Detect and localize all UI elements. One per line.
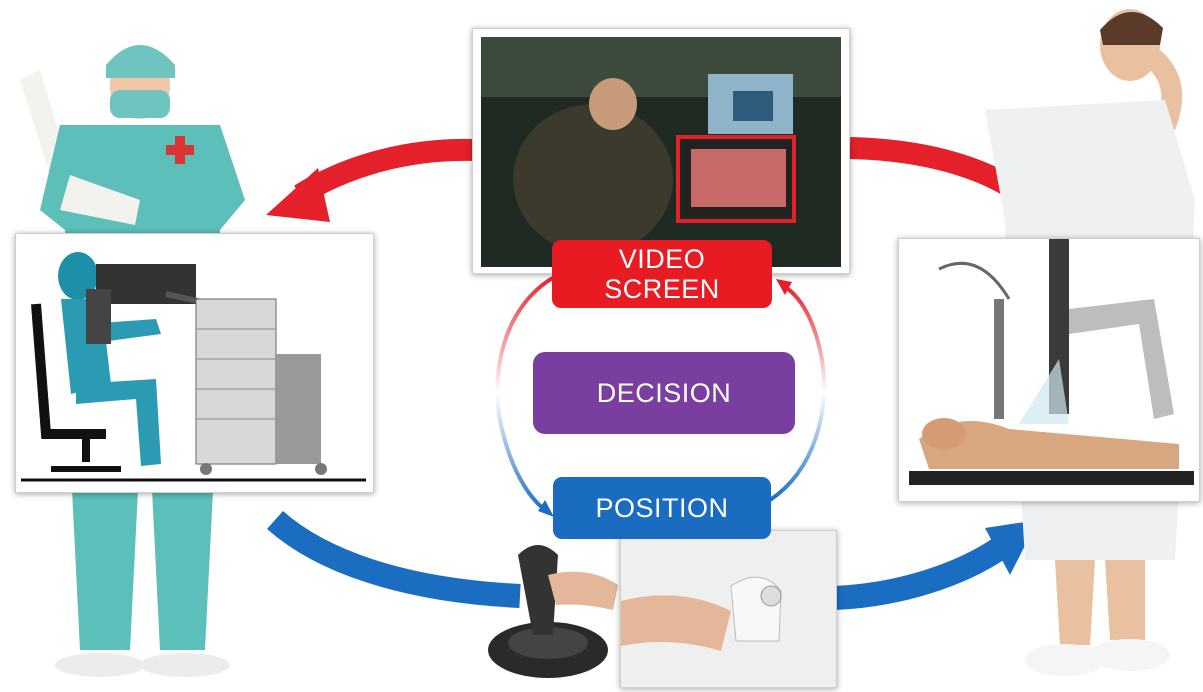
blue-arrow-left	[267, 510, 521, 608]
operating-room-photo	[481, 37, 841, 267]
video-screen-line2: SCREEN	[604, 274, 720, 304]
blue-arrow-right	[834, 537, 1007, 610]
video-screen-box: VIDEO SCREEN	[552, 240, 772, 308]
red-arrow-left	[294, 138, 476, 205]
position-label: POSITION	[595, 493, 729, 523]
joystick-photo	[488, 545, 618, 678]
video-screen-line1: VIDEO	[618, 244, 706, 274]
ring-arrowhead-right	[776, 279, 792, 295]
red-arrowhead-left	[266, 168, 330, 222]
ring-arrow-right	[768, 283, 827, 502]
decision-label: DECISION	[596, 378, 732, 408]
ring-arrow-left	[495, 273, 559, 514]
surgeon-console-photo	[15, 233, 374, 493]
decision-box: DECISION	[533, 352, 795, 434]
hand-controller-image	[621, 531, 836, 687]
hand-controller-photo	[620, 530, 837, 688]
surgical-robot-photo	[898, 238, 1200, 502]
console-schematic	[16, 234, 373, 492]
video-screen-photo	[472, 28, 850, 274]
robot-schematic	[899, 239, 1199, 501]
position-box: POSITION	[553, 477, 771, 539]
ring-arrowhead-left	[538, 500, 554, 517]
